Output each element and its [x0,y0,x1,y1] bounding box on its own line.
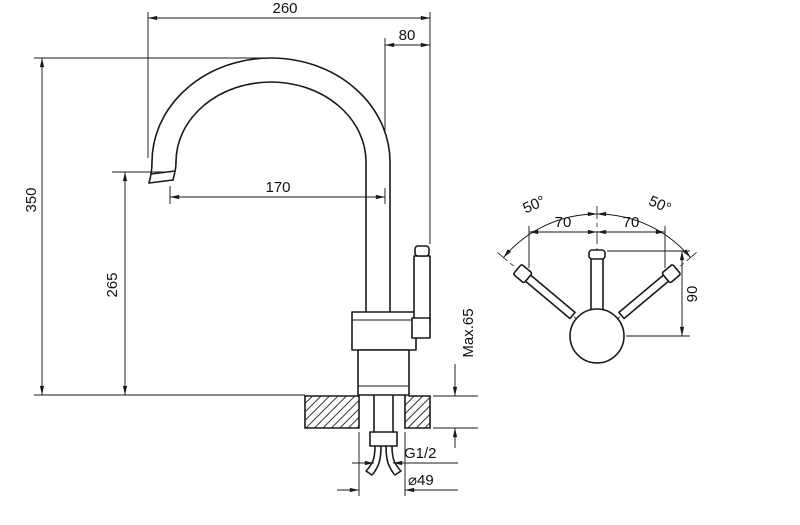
dim-handle-height-label: 90 [684,286,701,303]
dim-hole-diameter: ⌀49 [337,432,458,496]
supply-hoses [365,394,402,476]
dim-spout-reach-label: 170 [265,179,290,196]
valve-body-circle [569,308,625,364]
dim-thread-size-label: G1/2 [404,445,437,462]
center-stem [590,257,604,311]
spout-inner-arc [175,81,367,163]
right-lever-rod [618,274,670,320]
dim-handle-height: 90 [607,250,701,337]
spout-tip-outer [148,161,153,184]
dim-deck-thickness: Max.65 [433,308,478,448]
dim-left-angle-label: 50° [520,193,548,218]
dim-spout-reach: 170 [169,179,386,204]
angle-arc-left [503,211,598,258]
dim-handle-offset: 80 [384,27,430,131]
dim-spout-height: 265 [104,171,170,395]
dim-overall-width-label: 260 [272,0,297,17]
valve-body [351,311,417,351]
base-column [357,349,410,396]
dim-overall-height-label: 350 [23,187,40,212]
dim-spout-height-label: 265 [104,272,121,297]
angle-arc-right [596,211,691,258]
dim-hole-diameter-label: ⌀49 [408,472,434,489]
dim-overall-width: 260 [147,0,431,244]
front-dimensions: 260 80 350 265 [23,0,478,496]
spout-aerator-seam [150,170,176,175]
left-lever-rod [524,274,576,320]
right-lever-tip [661,264,681,284]
dim-overall-height: 350 [23,57,305,396]
left-lever-tip [513,264,533,284]
handle-cap [414,245,430,257]
faucet-body [148,57,431,396]
spout-column [365,161,391,313]
dim-deck-thickness-label: Max.65 [460,308,477,357]
front-view: 260 80 350 265 [23,0,478,496]
countertop [304,395,431,429]
side-view: 50° 50° 70 70 90 [497,193,701,364]
spout-aerator-face [148,179,174,184]
dim-thread-size: G1/2 [352,445,458,466]
mounting-nut [369,431,398,447]
dim-right-offset-label: 70 [623,214,640,231]
spout-outer-arc [151,57,391,163]
handle-joint [411,317,431,339]
handle-lever [413,255,431,323]
dim-left-offset-label: 70 [555,214,572,231]
dim-lever-offsets: 70 70 [528,214,666,268]
center-stem-cap [588,249,606,260]
dim-right-angle-label: 50° [646,193,674,218]
dim-handle-offset-label: 80 [399,27,416,44]
